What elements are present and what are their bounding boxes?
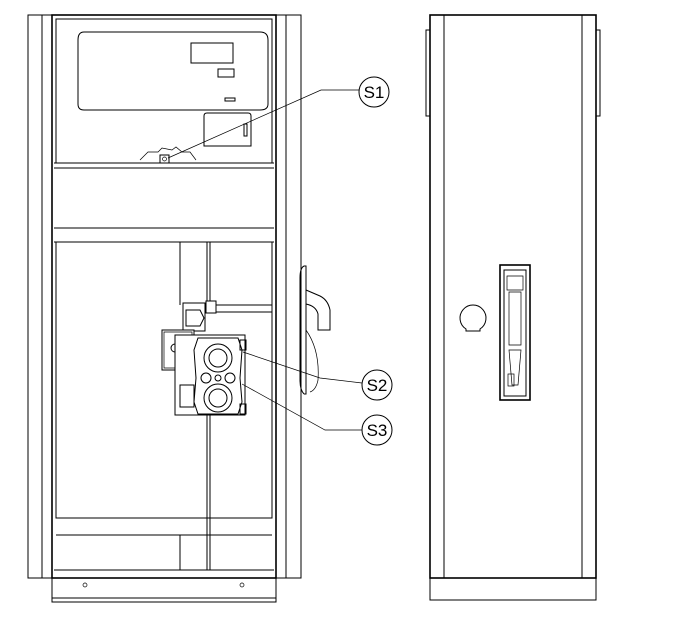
callout-s2: S2 <box>361 369 393 401</box>
front-outer-frame <box>27 14 302 579</box>
leader-s1 <box>167 89 361 159</box>
lock-icon <box>459 304 487 332</box>
side-base <box>429 577 597 601</box>
front-cabinet-body <box>51 14 277 579</box>
card-reader-panel <box>203 112 252 147</box>
nozzle-hook <box>299 265 331 395</box>
sensor-s1-bracket <box>139 146 197 161</box>
front-view <box>27 14 331 603</box>
display-window <box>77 31 269 111</box>
sensor-s1 <box>159 154 170 164</box>
nozzle-holster <box>499 264 531 401</box>
display-led <box>224 97 236 102</box>
side-view <box>425 14 601 601</box>
display-head <box>55 18 273 164</box>
callout-s1-label: S1 <box>364 83 385 102</box>
leader-s3 <box>241 383 362 431</box>
display-screen <box>190 42 234 64</box>
bolt-left <box>82 582 88 588</box>
bolt-right <box>239 582 245 588</box>
callout-s3: S3 <box>361 414 393 446</box>
callout-s1: S1 <box>358 76 390 108</box>
front-base <box>51 577 277 603</box>
meter-chamber-lower <box>203 383 233 413</box>
callout-s3-label: S3 <box>367 421 388 440</box>
meter-assembly <box>161 300 247 416</box>
meter-chamber-upper <box>203 343 233 373</box>
leader-s2 <box>242 351 363 384</box>
side-cabinet-body <box>429 14 597 579</box>
callout-s2-label: S2 <box>367 376 388 395</box>
card-slot <box>243 123 248 137</box>
callout-leaders <box>167 89 363 431</box>
display-indicator <box>217 68 235 78</box>
